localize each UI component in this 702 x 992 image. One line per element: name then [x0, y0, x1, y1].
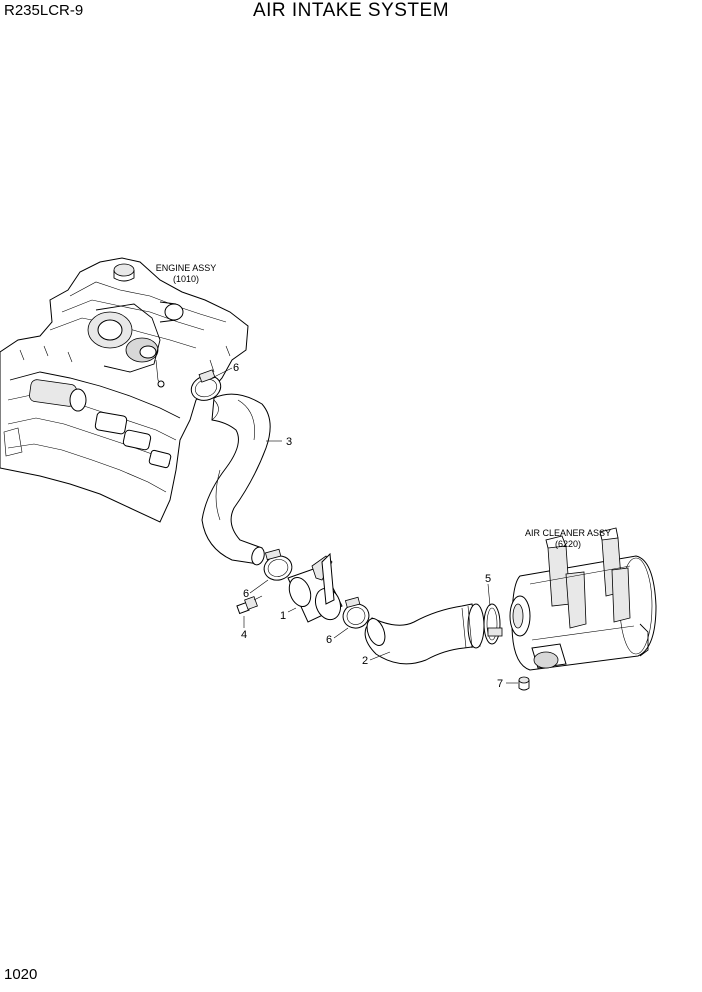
hose-lower [364, 603, 485, 665]
engine-assy-code: (1010) [173, 274, 199, 284]
page-title: AIR INTAKE SYSTEM [252, 0, 450, 21]
clamp-air-cleaner [483, 603, 503, 645]
air-cleaner-assy-code: (6220) [555, 539, 581, 549]
callout-3: 3 [286, 436, 292, 448]
air-cleaner-assy-label: AIR CLEANER ASSY [525, 528, 611, 538]
page-number: 1020 [4, 966, 38, 983]
model-number: R235LCR-9 [4, 2, 84, 19]
engine-assembly [0, 257, 249, 523]
drain-cap [518, 676, 530, 691]
air-cleaner-assembly [509, 527, 657, 671]
callout-6-middle-left: 6 [243, 588, 249, 600]
hose-upper [201, 393, 271, 566]
callout-6-upper: 6 [233, 362, 239, 374]
callout-2: 2 [362, 655, 368, 667]
callout-5: 5 [485, 573, 491, 585]
clamp-middle-right [342, 596, 370, 629]
callout-4: 4 [241, 629, 247, 641]
callout-1: 1 [280, 610, 286, 622]
clamp-middle-left [263, 548, 293, 581]
callout-6-middle-right: 6 [326, 634, 332, 646]
adapter-pipe [287, 552, 343, 623]
leader-lines [211, 367, 518, 684]
sensor-fitting [236, 595, 263, 615]
engine-assy-label: ENGINE ASSY [156, 263, 217, 273]
callout-7: 7 [497, 678, 503, 690]
clamp-upper [190, 369, 222, 401]
